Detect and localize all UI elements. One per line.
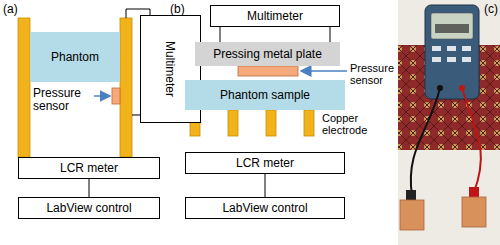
part-label: Pressure sensor xyxy=(350,62,396,86)
button xyxy=(462,46,471,51)
black-cable xyxy=(411,88,440,195)
phantom-sample-box: Phantom sample xyxy=(185,80,345,110)
metal-plate: Pressing metal plate xyxy=(195,42,340,66)
box-text: Phantom sample xyxy=(220,88,310,102)
copper-electrode xyxy=(304,110,314,136)
box-text: LCR meter xyxy=(236,156,294,170)
connector xyxy=(265,174,266,197)
button xyxy=(432,46,441,51)
box-text: Pressing metal plate xyxy=(213,47,322,61)
copper-pad xyxy=(462,197,486,227)
wire xyxy=(330,27,331,42)
part-label: Copper electrode xyxy=(322,112,376,136)
pointer-arrow xyxy=(94,95,110,97)
phantom-box: Phantom xyxy=(30,32,120,82)
labview-box: LabView control xyxy=(185,197,345,219)
photo-background xyxy=(398,0,500,245)
box-text: LabView control xyxy=(222,201,307,215)
copper-pad xyxy=(400,200,424,230)
box-text: Multimeter xyxy=(247,9,303,23)
panel-a-drawing xyxy=(18,9,150,157)
pressure-sensor xyxy=(112,88,120,104)
connector xyxy=(89,179,90,197)
lcr-meter-box: LCR meter xyxy=(185,152,345,174)
labview-box: LabView control xyxy=(18,197,160,219)
part-label: Pressure sensor xyxy=(33,87,91,113)
red-cable xyxy=(462,88,481,192)
multimeter-display xyxy=(431,13,473,39)
pointer-arrow xyxy=(301,70,347,72)
wire xyxy=(132,115,140,116)
panel-label: (c) xyxy=(484,3,500,16)
box-text: Phantom xyxy=(51,50,99,64)
copper-electrode xyxy=(266,110,276,136)
display-digits xyxy=(435,24,469,33)
box-text: LabView control xyxy=(46,201,131,215)
button xyxy=(462,57,471,62)
lcr-meter-box: LCR meter xyxy=(18,157,160,179)
electrode-bar xyxy=(18,18,30,157)
panel-label: (a) xyxy=(3,3,27,16)
button xyxy=(447,46,456,51)
panel-label: (b) xyxy=(170,3,194,16)
box-text: Multimeter xyxy=(163,41,177,97)
multimeter-box: Multimeter xyxy=(210,5,340,27)
wire xyxy=(220,27,221,42)
pressure-sensor xyxy=(238,66,298,76)
photo xyxy=(398,0,500,245)
box-text: LCR meter xyxy=(60,161,118,175)
button xyxy=(447,57,456,62)
multimeter-body xyxy=(425,5,479,99)
copper-electrode xyxy=(228,110,238,136)
electrode-bar xyxy=(120,18,132,157)
button xyxy=(432,57,441,62)
